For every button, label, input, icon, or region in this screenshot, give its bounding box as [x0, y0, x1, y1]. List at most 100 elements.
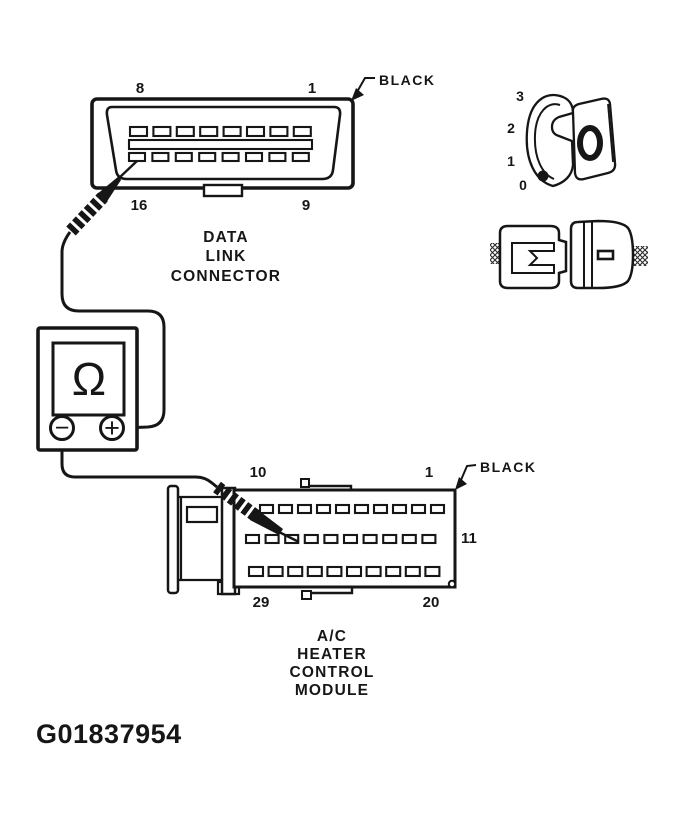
- module-caption-line3: CONTROL: [289, 664, 374, 681]
- module-top-tab: [300, 478, 353, 490]
- module-black-callout: BLACK: [455, 459, 537, 490]
- dlc-callout-leader: [356, 77, 375, 93]
- dlc-pin-1-label: 1: [308, 80, 316, 97]
- connector-pin: [128, 125, 149, 138]
- terminal-tick-1: 1: [507, 153, 515, 169]
- terminal-tick-2: 2: [507, 120, 515, 136]
- module-probe-needle: [278, 530, 300, 544]
- figure-id: G01837954: [36, 719, 182, 749]
- connector-pin: [429, 503, 446, 515]
- dlc-center-slot: [127, 138, 314, 151]
- positive-terminal: [99, 415, 125, 441]
- module-bracket-slot: [185, 505, 219, 524]
- terminal-tick-3: 3: [516, 88, 524, 104]
- module-corner-rivet-icon: [447, 579, 457, 589]
- connector-pin: [326, 565, 343, 578]
- terminal-plate-edge-line: [607, 103, 614, 163]
- positive-terminal-symbol: +: [104, 413, 120, 443]
- connector-pin: [269, 125, 289, 138]
- connector-pin: [287, 565, 304, 578]
- dlc-probe-needle: [118, 160, 138, 179]
- connector-pin: [334, 503, 351, 515]
- ohm-symbol: Ω: [72, 353, 106, 405]
- connector-pin: [391, 503, 408, 515]
- ohmmeter-display: [51, 341, 126, 417]
- module-pin-11-label: 11: [461, 530, 477, 547]
- module-caption-line4: MODULE: [295, 682, 369, 699]
- dlc-caption-line2: LINK: [206, 248, 247, 265]
- terminal-side-view: [490, 219, 648, 290]
- dlc-test-probe: [66, 160, 138, 236]
- female-terminal-contact-fork: [511, 242, 555, 274]
- terminal-retainer-outline: [525, 93, 575, 188]
- module-pin-row-middle: [244, 533, 437, 545]
- ac-heater-control-module: 10 1 11 29 20 BLACK A/C HEATER CONTROL M…: [166, 459, 537, 699]
- connector-pin: [199, 125, 219, 138]
- terminal-end-view: 3 2 1 0: [507, 88, 617, 193]
- dlc-pin-row-top: [128, 125, 312, 138]
- module-color-label: BLACK: [480, 459, 537, 475]
- module-mount-flange-left: [166, 484, 180, 595]
- connector-pin: [385, 565, 402, 578]
- dlc-callout-arrowhead-icon: [351, 88, 364, 101]
- male-terminal-wire-stub: [630, 246, 648, 266]
- connector-pin: [421, 533, 437, 545]
- connector-pin: [342, 533, 359, 545]
- connector-pin: [198, 151, 217, 163]
- connector-pin: [404, 565, 421, 578]
- module-caption: A/C HEATER CONTROL MODULE: [289, 628, 374, 699]
- terminal-cavity-hole: [577, 125, 603, 161]
- dlc-black-callout: BLACK: [351, 72, 434, 101]
- module-pin-10-label: 10: [250, 464, 267, 481]
- connector-pin: [244, 533, 261, 545]
- connector-pin: [268, 151, 287, 163]
- dlc-bottom-tab: [202, 183, 244, 198]
- connector-pin: [362, 533, 378, 545]
- dlc-pin-8-label: 8: [136, 80, 144, 97]
- dlc-pin-9-label: 9: [302, 197, 310, 214]
- connector-pin: [303, 533, 319, 545]
- positive-lead-wire: [60, 231, 166, 430]
- connector-pin: [296, 503, 313, 515]
- module-probe-cone: [250, 510, 283, 535]
- connector-pin: [424, 565, 441, 578]
- connector-pin: [372, 503, 389, 515]
- module-bracket-lines: [178, 495, 224, 582]
- connector-pin: [152, 125, 172, 138]
- module-caption-line2: HEATER: [297, 646, 367, 663]
- male-terminal-lock-slot: [596, 249, 615, 261]
- connector-pin: [264, 533, 280, 545]
- connector-pin: [315, 503, 332, 515]
- terminal-tick-0: 0: [519, 177, 527, 193]
- module-pin-29-label: 29: [253, 594, 270, 611]
- dlc-probe-grip: [66, 192, 108, 236]
- connector-pin: [267, 565, 284, 578]
- dlc-caption: DATA LINK CONNECTOR: [171, 229, 281, 285]
- negative-terminal: [49, 415, 75, 441]
- negative-lead-wire: [60, 440, 218, 489]
- connector-pin: [353, 503, 370, 515]
- module-pin-row-bottom: [247, 565, 441, 578]
- connector-pin: [221, 151, 240, 163]
- connector-pin: [401, 533, 417, 545]
- connector-pin: [345, 565, 363, 578]
- dlc-caption-line3: CONNECTOR: [171, 268, 281, 285]
- dlc-caption-line1: DATA: [203, 229, 249, 246]
- connector-pin: [127, 151, 147, 163]
- connector-pin: [244, 151, 264, 163]
- connector-pin: [258, 503, 275, 515]
- connector-pin: [175, 125, 195, 138]
- module-pin-20-label: 20: [423, 594, 440, 611]
- connector-pin: [365, 565, 382, 578]
- dlc-pin-row-bottom: [127, 151, 310, 163]
- connector-pin: [382, 533, 398, 545]
- terminal-index-dot-icon: [537, 170, 549, 182]
- negative-terminal-symbol: −: [55, 414, 70, 442]
- module-callout-leader: [460, 464, 477, 481]
- connector-pin: [277, 503, 294, 515]
- connector-pin: [174, 151, 193, 163]
- connector-pin: [323, 533, 339, 545]
- connector-pin: [222, 125, 242, 138]
